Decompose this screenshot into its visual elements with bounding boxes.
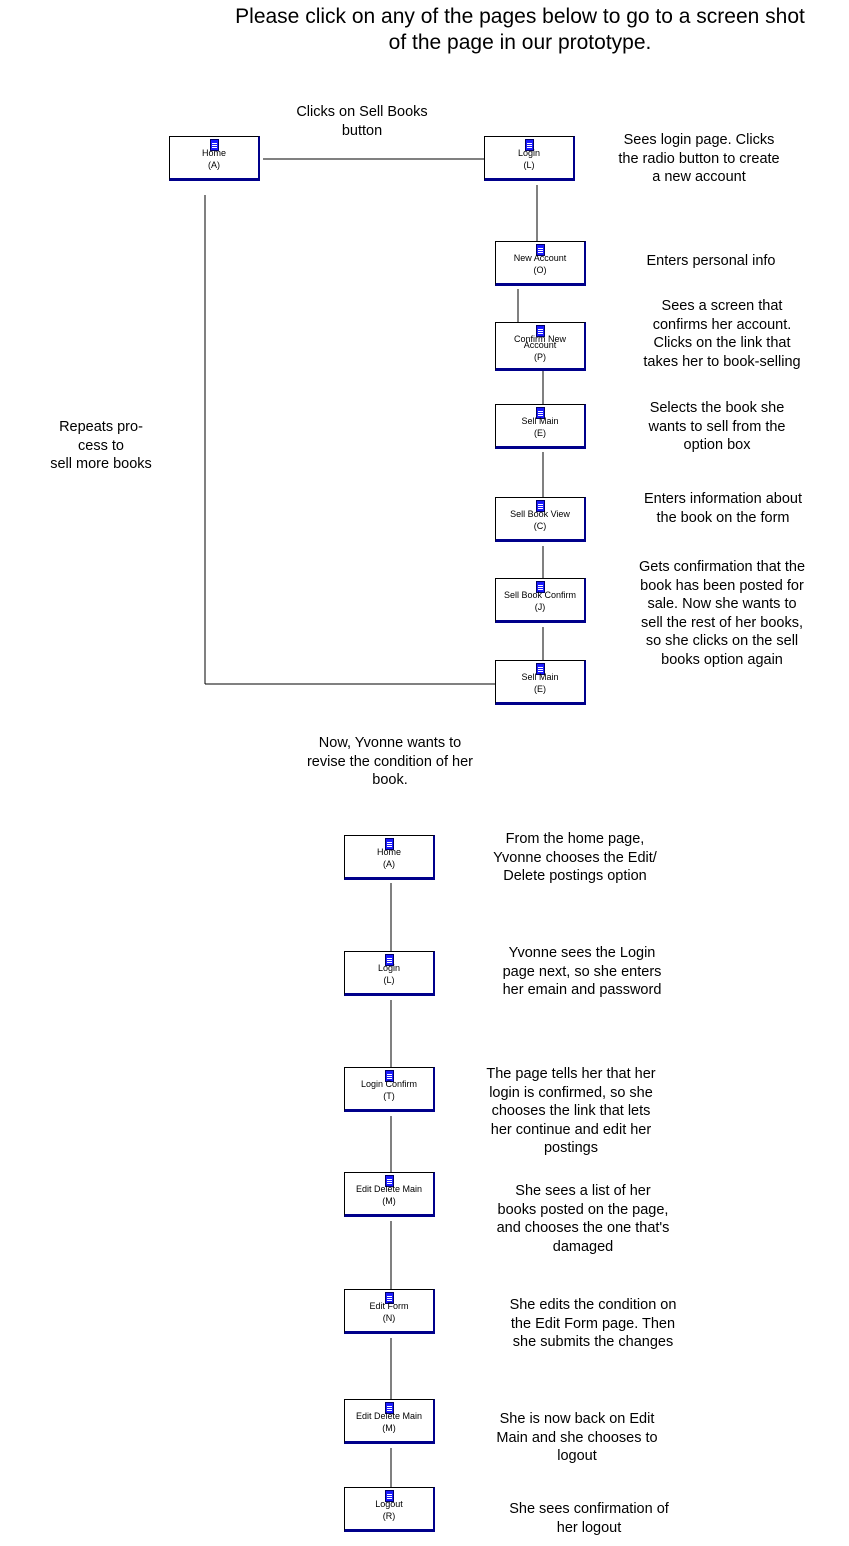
box-code: (E) — [534, 428, 546, 438]
page-icon — [525, 139, 534, 151]
note-confirm-account: Sees a screen that confirms her account.… — [643, 298, 801, 370]
page-box-edit-delete-main[interactable]: Edit Delete Main (M) — [344, 1172, 435, 1217]
box-label: Home — [376, 847, 401, 857]
box-label: Sell Book Confirm — [503, 590, 577, 600]
note-login: Sees login page. Clicks the radio button… — [618, 132, 780, 186]
box-label: Home — [201, 148, 226, 158]
page-box-edit-form[interactable]: Edit Form (N) — [344, 1289, 435, 1334]
title-line-2: of the page in our prototype. — [388, 31, 652, 54]
page-box-login[interactable]: Login (L) — [484, 136, 575, 181]
box-code: (C) — [533, 521, 547, 531]
note-edit-delete-main: She sees a list of her books posted on t… — [496, 1183, 670, 1255]
box-code: (O) — [533, 265, 547, 275]
transition-note: Now, Yvonne wants to revise the conditio… — [306, 735, 474, 789]
box-label: Login Confirm — [360, 1079, 418, 1089]
box-label: Sell Book View — [510, 509, 570, 519]
repeat-process-note: Repeats pro- cess to sell more books — [50, 419, 152, 473]
note-logout: She sees confirmation of her logout — [509, 1501, 669, 1536]
box-label: Logout — [375, 1499, 403, 1509]
page-box-home[interactable]: Home (A) — [169, 136, 260, 181]
box-code: (E) — [534, 684, 546, 694]
box-label: Confirm New — [513, 334, 566, 344]
page-box-confirm-new-account[interactable]: Confirm New Account (P) — [495, 322, 586, 371]
box-label: Edit Delete Main — [355, 1184, 423, 1194]
box-label: Sell Main — [521, 416, 559, 426]
box-label: Sell Main — [521, 672, 559, 682]
box-label: New Account — [513, 253, 567, 263]
note-edit-delete-main-2: She is now back on Edit Main and she cho… — [496, 1411, 658, 1465]
box-code: (L) — [383, 975, 395, 985]
page-box-login-2[interactable]: Login (L) — [344, 951, 435, 996]
page-icon — [385, 838, 394, 850]
note-sell-main: Selects the book she wants to sell from … — [648, 400, 786, 454]
box-code: (T) — [383, 1091, 395, 1101]
box-code: (R) — [382, 1511, 396, 1521]
box-label: Login — [517, 148, 541, 158]
note-new-account: Enters personal info — [646, 253, 776, 269]
box-code: (M) — [382, 1196, 396, 1206]
note-sell-book-confirm: Gets confirmation that the book has been… — [638, 559, 806, 668]
page-icon — [385, 1402, 394, 1414]
page-icon — [385, 1175, 394, 1187]
box-code: (A) — [208, 160, 220, 170]
note-home-2: From the home page, Yvonne chooses the E… — [493, 831, 657, 885]
page-box-sell-main-again[interactable]: Sell Main (E) — [495, 660, 586, 705]
box-code: (L) — [523, 160, 535, 170]
box-label: Edit Form — [369, 1301, 409, 1311]
page-box-login-confirm[interactable]: Login Confirm (T) — [344, 1067, 435, 1112]
title-line-1: Please click on any of the pages below t… — [235, 5, 805, 28]
page-box-edit-delete-main-2[interactable]: Edit Delete Main (M) — [344, 1399, 435, 1444]
page-icon — [536, 325, 545, 337]
edge-label-sell-books: Clicks on Sell Books button — [296, 104, 428, 139]
box-label: Login — [377, 963, 401, 973]
page-box-sell-book-confirm[interactable]: Sell Book Confirm (J) — [495, 578, 586, 623]
page-box-home-2[interactable]: Home (A) — [344, 835, 435, 880]
note-login-confirm: The page tells her that her login is con… — [486, 1066, 656, 1157]
box-code: (A) — [383, 859, 395, 869]
page-icon — [385, 1070, 394, 1082]
note-sell-book-view: Enters information about the book on the… — [644, 491, 802, 526]
box-code: (M) — [382, 1423, 396, 1433]
page-icon — [536, 581, 545, 593]
page-icon — [536, 407, 545, 419]
box-code: (J) — [534, 602, 546, 612]
page-box-sell-main[interactable]: Sell Main (E) — [495, 404, 586, 449]
page-icon — [210, 139, 219, 151]
page-icon — [536, 663, 545, 675]
page-icon — [385, 954, 394, 966]
page-icon — [536, 244, 545, 256]
note-edit-form: She edits the condition on the Edit Form… — [509, 1297, 677, 1351]
page-icon — [536, 500, 545, 512]
page-icon — [385, 1292, 394, 1304]
page-title: Please click on any of the pages below t… — [190, 4, 849, 56]
page-icon — [385, 1490, 394, 1502]
box-code: (N) — [382, 1313, 396, 1323]
page-box-new-account[interactable]: New Account (O) — [495, 241, 586, 286]
box-label-line-2: Account — [523, 340, 557, 350]
box-code: (P) — [534, 352, 546, 362]
page-box-logout[interactable]: Logout (R) — [344, 1487, 435, 1532]
box-label: Edit Delete Main — [355, 1411, 423, 1421]
note-login-2: Yvonne sees the Login page next, so she … — [502, 945, 662, 999]
page-box-sell-book-view[interactable]: Sell Book View (C) — [495, 497, 586, 542]
